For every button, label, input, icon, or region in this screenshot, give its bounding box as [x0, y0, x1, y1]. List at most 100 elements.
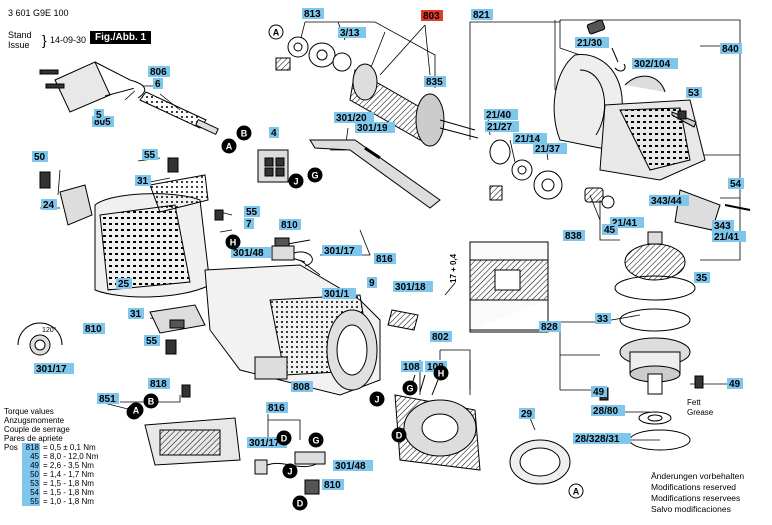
callout-bg — [602, 224, 618, 235]
callout-bg — [148, 66, 170, 77]
callout-text: 828 — [541, 322, 558, 333]
callout-text: 31 — [130, 309, 142, 320]
callout-label: 301/48 — [231, 247, 271, 259]
letter-marker: B — [236, 125, 252, 141]
callout-text: 21/41 — [612, 218, 637, 229]
callout-text: 810 — [324, 480, 341, 491]
callout-text: 28/328/31 — [575, 434, 620, 445]
letter-marker: J — [282, 463, 298, 479]
callout-text: 25 — [118, 279, 130, 290]
callout-text: 818 — [150, 379, 167, 390]
callout-label: 343 — [712, 220, 734, 232]
callout-label: 840 — [720, 43, 742, 55]
callout-label: 802 — [430, 331, 452, 343]
callout-bg — [591, 386, 607, 397]
callout-label: 21/27 — [485, 121, 519, 133]
callout-text: 31 — [137, 176, 149, 187]
callout-text: 24 — [43, 200, 55, 211]
callout-bg — [471, 9, 493, 20]
callout-label: 28/80 — [591, 405, 625, 417]
callout-bg — [322, 245, 362, 256]
callout-label: 805 — [92, 116, 114, 128]
letter-circle — [391, 427, 407, 443]
callout-bg — [244, 206, 260, 217]
callout-text: 816 — [268, 403, 285, 414]
callout-label: 17 + 0,4 — [449, 253, 458, 283]
callout-bg — [247, 437, 287, 448]
torque-title: Pares de apriete — [4, 434, 63, 443]
letter-text: G — [311, 171, 318, 181]
letter-circle — [292, 495, 308, 511]
brace-glyph: } — [42, 32, 47, 48]
letter-marker: D — [276, 430, 292, 446]
letter-marker: A — [221, 138, 237, 154]
callout-bg — [142, 149, 158, 160]
callout-text: 4 — [271, 128, 277, 139]
callout-label: 818 — [148, 378, 170, 390]
letter-marker: G — [307, 167, 323, 183]
callout-text: 802 — [432, 332, 449, 343]
stand-label: Stand — [8, 30, 32, 40]
callout-bg — [401, 361, 423, 372]
note-line: Salvo modificaciones — [651, 504, 731, 514]
torque-title: Torque values — [4, 407, 54, 416]
letter-marker: A — [128, 402, 144, 418]
callout-label: 29 — [519, 408, 535, 420]
note-line: Änderungen vorbehalten — [651, 471, 745, 481]
callout-bg — [355, 122, 395, 133]
note-line: Modifications reserved — [651, 482, 737, 492]
callout-label: 50 — [32, 151, 48, 163]
callout-label: 55 — [144, 335, 160, 347]
section-view-drawing — [469, 241, 549, 333]
grease-line-2: Grease — [687, 408, 714, 417]
letter-text: D — [396, 431, 403, 441]
callout-bg — [727, 378, 743, 389]
letter-markers: AABDBGJGHHJGBADAJD — [126, 24, 584, 511]
bearing-flange-drawing — [619, 337, 691, 451]
callout-text: 50 — [34, 152, 46, 163]
torque-pos: 54 — [22, 488, 40, 497]
callout-text: 17 + 0,4 — [449, 253, 458, 283]
callout-text: 301/19 — [357, 123, 388, 134]
callout-text: 810 — [85, 324, 102, 335]
callout-bg — [563, 230, 585, 241]
callout-label: 21/30 — [575, 37, 609, 49]
callout-text: 7 — [246, 219, 252, 230]
callout-bg — [144, 335, 160, 346]
torque-title: Couple de serrage — [4, 425, 70, 434]
callout-label: 24 — [41, 199, 57, 211]
callout-text: 301/17 — [249, 438, 280, 449]
callout-text: 301/48 — [335, 461, 366, 472]
callout-label: 302/104 — [632, 58, 678, 70]
callout-text: 35 — [696, 273, 708, 284]
callout-text: 9 — [369, 278, 375, 289]
callout-label: 7 — [244, 218, 254, 230]
callout-bg — [153, 78, 163, 89]
callout-text: 5 — [96, 110, 102, 121]
letter-circle — [433, 365, 449, 381]
callout-text: 55 — [246, 207, 258, 218]
torque-value: = 8,0 - 12,0 Nm — [43, 452, 99, 461]
callout-label: 21/41 — [712, 231, 746, 243]
callout-bg — [712, 220, 734, 231]
torque-value: = 1,5 - 1,8 Nm — [43, 488, 94, 497]
callout-label: 301/48 — [333, 460, 373, 472]
callout-label: 53 — [686, 87, 702, 99]
callout-label: 49 — [727, 378, 743, 390]
callout-label: 301/1 — [322, 288, 356, 300]
callout-text: 805 — [94, 117, 111, 128]
torque-row: 53= 1,5 - 1,8 Nm — [4, 479, 98, 488]
torque-value: = 1,4 - 1,7 Nm — [43, 470, 94, 479]
figure-label: Fig./Abb. 1 — [90, 31, 152, 44]
callout-label: 301/17 — [247, 437, 287, 449]
callout-label: 55 — [142, 149, 158, 161]
torque-row: 55= 1,0 - 1,8 Nm — [4, 497, 98, 506]
letter-text: D — [281, 434, 288, 444]
letter-marker: J — [369, 391, 385, 407]
callout-text: 45 — [604, 225, 616, 236]
callout-bg — [333, 460, 373, 471]
callout-bg — [573, 433, 631, 444]
main-housing-drawing — [204, 139, 441, 396]
